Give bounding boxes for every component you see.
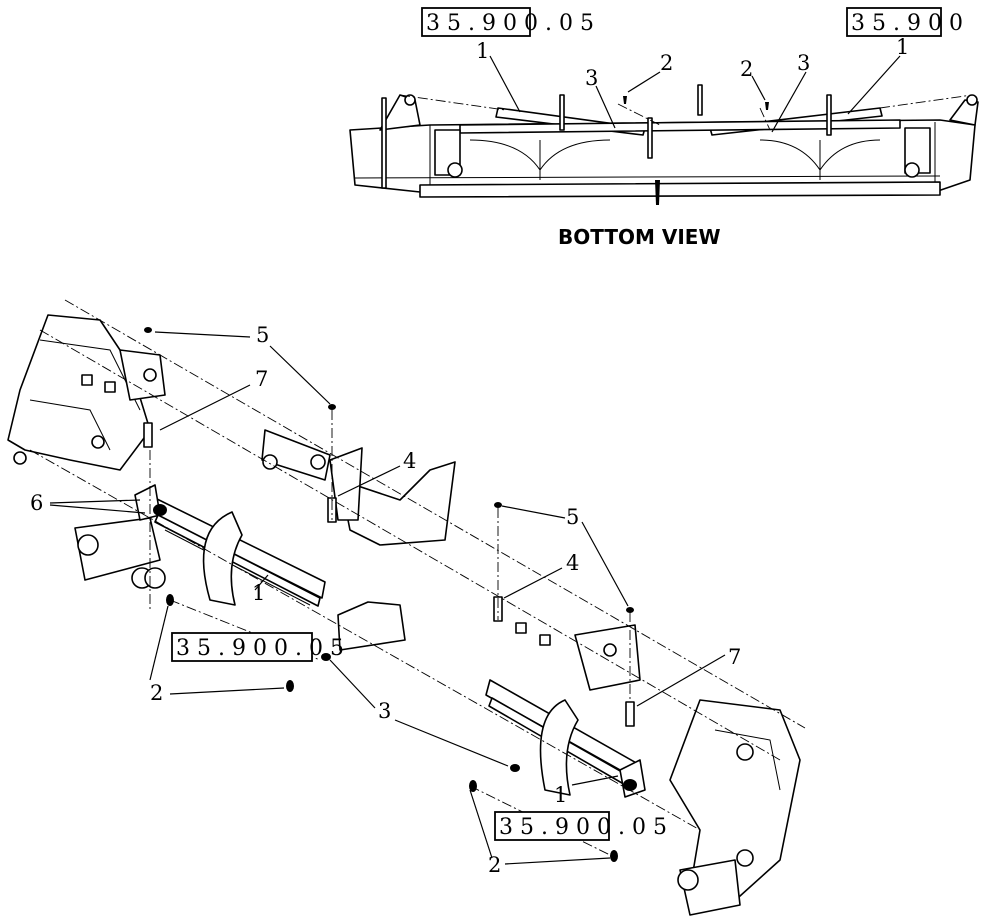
callout-7: 7 [255, 367, 268, 391]
callout-1: 1 [252, 581, 265, 605]
callout-7: 7 [728, 645, 741, 669]
callout-3: 3 [797, 51, 810, 75]
callout-5: 5 [566, 505, 579, 529]
exploded-view-leaders [49, 331, 726, 865]
svg-text:35.900.05: 35.900.05 [499, 815, 674, 840]
exploded-view-assembly [7, 299, 806, 916]
reference-box-top-right[interactable]: 35.900 [846, 7, 970, 37]
svg-text:35.900.05: 35.900.05 [426, 11, 601, 36]
callout-1: 1 [554, 783, 567, 807]
callout-1: 1 [896, 35, 909, 59]
exploded-view-callouts: 5 7 4 6 1 2 3 5 4 7 1 2 [30, 323, 741, 877]
callout-1: 1 [476, 39, 489, 63]
callout-2: 2 [488, 853, 501, 877]
callout-3: 3 [585, 66, 598, 90]
reference-box-top-left[interactable]: 35.900.05 [421, 7, 601, 37]
svg-text:35.900.05: 35.900.05 [176, 636, 351, 661]
reference-box-right[interactable]: 35.900.05 [494, 811, 674, 841]
reference-box-left[interactable]: 35.900.05 [171, 632, 351, 662]
callout-4: 4 [403, 449, 416, 473]
callout-6: 6 [30, 491, 43, 515]
callout-3: 3 [378, 699, 391, 723]
bottom-view-leaders [489, 55, 901, 133]
bottom-view-assembly [349, 84, 979, 205]
callout-4: 4 [566, 551, 579, 575]
callout-2: 2 [660, 51, 673, 75]
svg-text:35.900: 35.900 [851, 11, 970, 36]
callout-5: 5 [256, 323, 269, 347]
callout-2: 2 [150, 681, 163, 705]
callout-2: 2 [740, 57, 753, 81]
bottom-view-callouts: 1 2 3 2 3 1 [476, 35, 909, 90]
view-label: BOTTOM VIEW [558, 225, 721, 249]
